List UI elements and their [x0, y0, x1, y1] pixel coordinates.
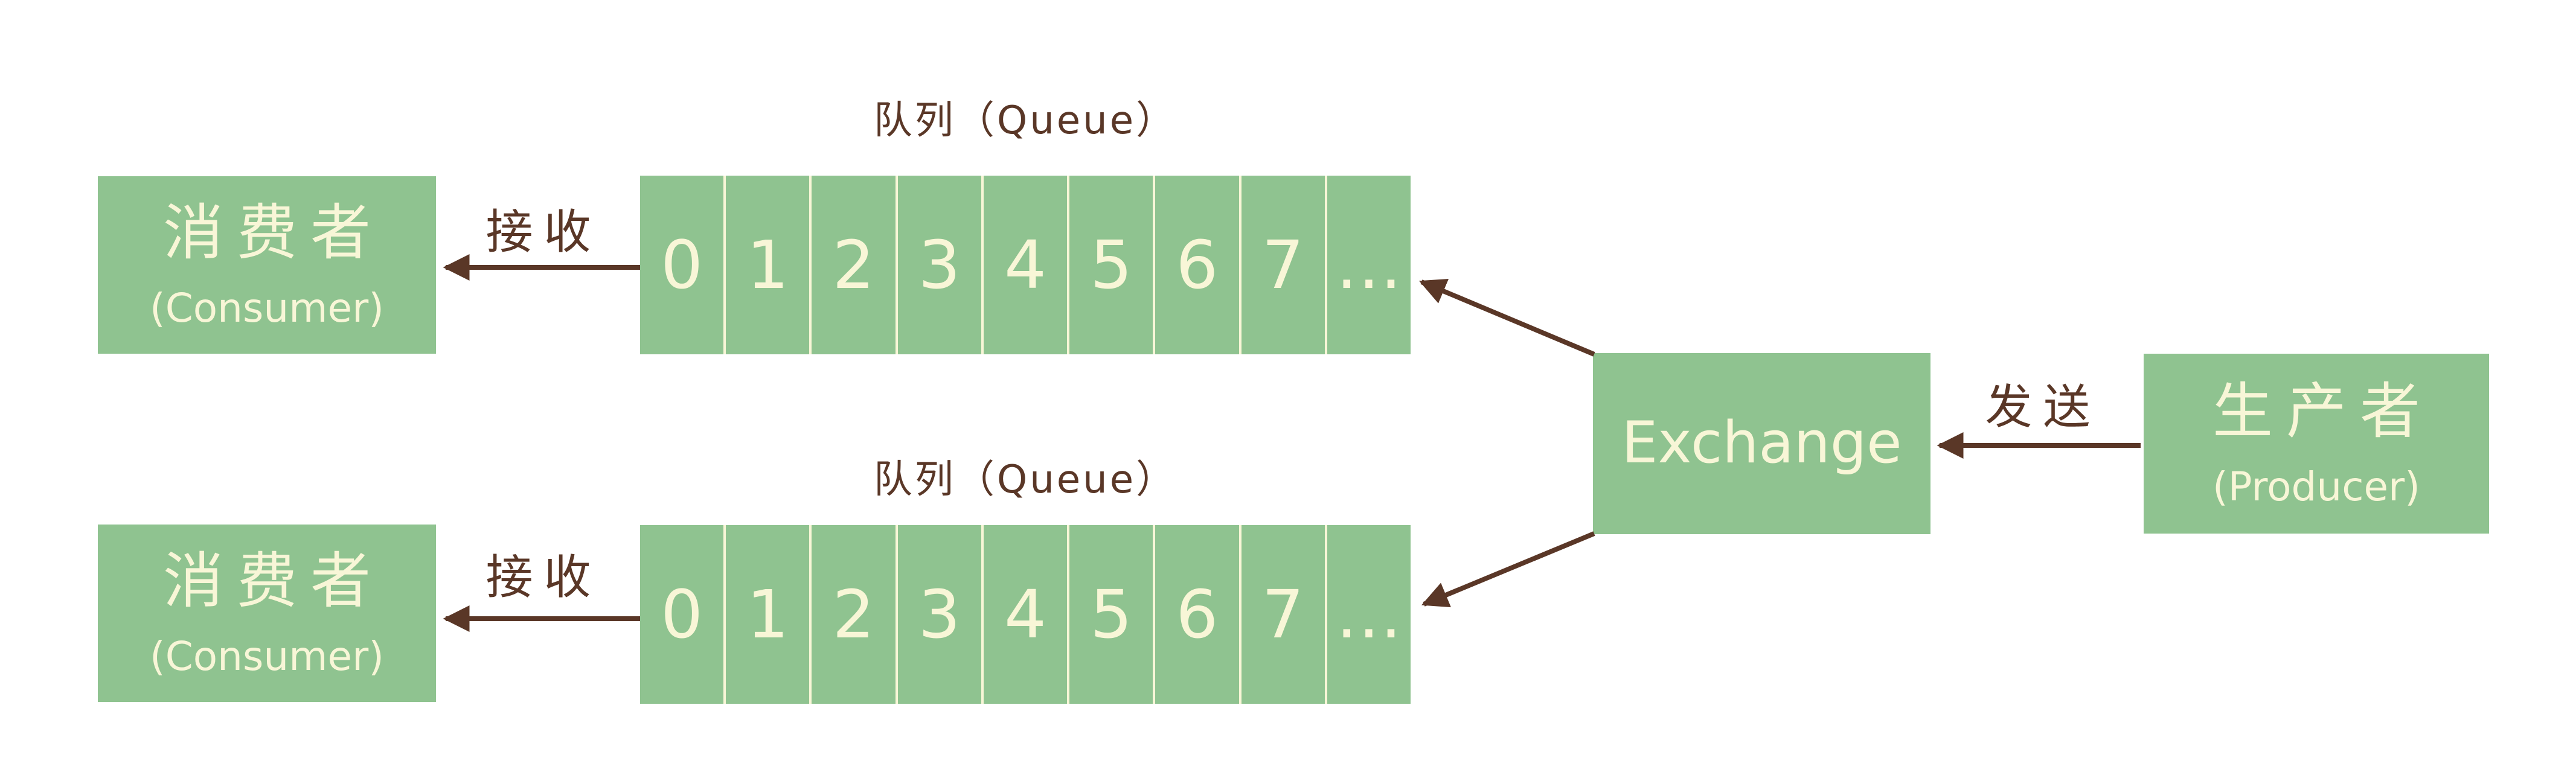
queue-2-cell-4: 4 [984, 525, 1070, 704]
queue-2-cell-2: 2 [812, 525, 898, 704]
producer-subtitle: (Producer) [2212, 463, 2420, 510]
queue-2-cell-5: 5 [1069, 525, 1156, 704]
consumer-1-box: 消费者 (Consumer) [98, 176, 436, 354]
producer-title: 生产者 [2212, 375, 2433, 447]
queue-2-title: 队列（Queue） [873, 458, 1177, 502]
producer-box: 生产者 (Producer) [2144, 354, 2489, 534]
consumer-1-subtitle: (Consumer) [149, 284, 385, 331]
receive-label-2: 接收 [485, 550, 602, 605]
queue-2-cell-7: 7 [1242, 525, 1327, 704]
exchange-box: Exchange [1593, 353, 1930, 534]
queue-1-title: 队列（Queue） [873, 98, 1177, 143]
queue-1-cell-1: 1 [726, 176, 812, 354]
send-label: 发送 [1985, 380, 2101, 435]
queue-1-cell-7: 7 [1242, 176, 1327, 354]
consumer-1-title: 消费者 [163, 197, 384, 268]
consumer-2-subtitle: (Consumer) [149, 633, 385, 680]
queue-2-cell-0: 0 [640, 525, 726, 704]
queue-1-cell-6: 6 [1155, 176, 1242, 354]
queue-1-cell-ellipsis: … [1335, 226, 1402, 304]
queue-2-cell-1: 1 [726, 525, 812, 704]
consumer-2-title: 消费者 [163, 545, 384, 616]
queue-2-cell-3: 3 [898, 525, 984, 704]
receive-label-1: 接收 [485, 205, 602, 260]
exchange-to-queue-1-arrow [1418, 279, 1595, 357]
queue-2-cell-ellipsis: … [1335, 576, 1402, 653]
queue-1-box: 0 1 2 3 4 5 6 7 … [640, 176, 1411, 354]
queue-1-cell-5: 5 [1069, 176, 1156, 354]
queue-2-box: 0 1 2 3 4 5 6 7 … [640, 525, 1411, 704]
exchange-to-queue-2-arrow [1421, 531, 1595, 608]
consumer-2-box: 消费者 (Consumer) [98, 525, 436, 702]
queue-1-cell-0: 0 [640, 176, 726, 354]
queue-1-cell-3: 3 [898, 176, 984, 354]
queue-1-cell-2: 2 [812, 176, 898, 354]
queue-1-cell-4: 4 [984, 176, 1070, 354]
exchange-label: Exchange [1621, 410, 1902, 477]
queue-2-cell-6: 6 [1155, 525, 1242, 704]
